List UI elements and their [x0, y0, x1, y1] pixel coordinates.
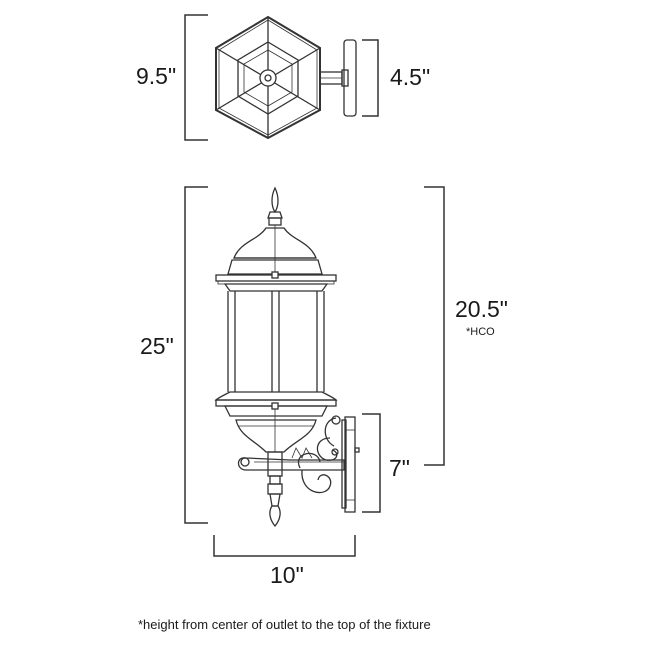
dim-label-hco-note: *HCO — [466, 326, 495, 338]
side-view-lantern — [214, 186, 360, 528]
footnote: *height from center of outlet to the top… — [138, 617, 431, 632]
dim-label-top-width: 9.5" — [136, 63, 177, 89]
dim-bracket-backplate-height — [362, 413, 381, 513]
dim-bracket-top-width — [184, 14, 208, 141]
dim-bracket-extension — [213, 535, 356, 557]
dim-label-overall-height: 25" — [140, 333, 174, 359]
dim-label-hco-height: 20.5" — [455, 296, 508, 322]
top-view-lantern — [215, 15, 357, 140]
dim-label-extension: 10" — [270, 562, 304, 588]
dim-bracket-overall-height — [184, 186, 208, 524]
dim-bracket-hco-height — [424, 186, 445, 466]
dim-bracket-backplate-width — [362, 39, 379, 117]
dim-label-backplate-width: 4.5" — [390, 64, 431, 90]
dim-label-backplate-height: 7" — [389, 455, 410, 481]
